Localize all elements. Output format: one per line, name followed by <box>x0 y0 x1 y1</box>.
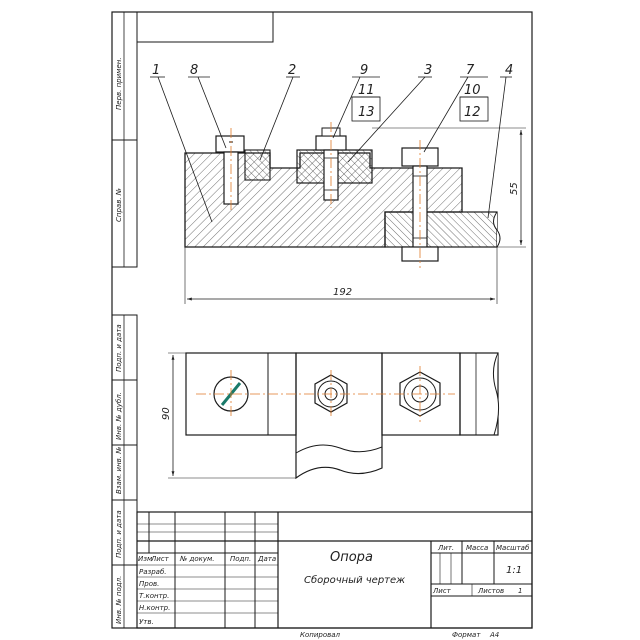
dim-width: 192 <box>333 287 352 298</box>
col-data: Дата <box>257 555 276 563</box>
row-razrab: Разраб. <box>139 568 167 576</box>
masshtab-value: 1:1 <box>506 565 522 576</box>
side-label-inv-podl: Инв. № подл. <box>115 576 123 624</box>
row-prov: Пров. <box>139 580 159 588</box>
row-utv: Утв. <box>139 618 154 626</box>
callout-11: 11 <box>358 83 375 98</box>
listov-label: Листов <box>477 587 504 595</box>
side-label-perv-primen: Перв. примен. <box>115 57 123 110</box>
dim-depth: 90 <box>161 407 172 420</box>
callout-1: 1 <box>152 63 160 78</box>
footer-format-label: Формат <box>452 631 481 639</box>
front-view: 1 8 2 9 11 13 3 7 10 12 4 55 192 <box>150 63 526 304</box>
row-tkontr: Т.контр. <box>139 592 169 600</box>
washer-part <box>244 149 271 181</box>
row-nkontr: Н.контр. <box>139 604 170 612</box>
callout-8: 8 <box>190 63 198 78</box>
callout-13: 13 <box>358 105 375 120</box>
col-izm: Изм <box>138 555 153 563</box>
lit-label: Лит. <box>437 544 454 552</box>
masshtab-label: Масштаб <box>496 544 530 552</box>
callout-3: 3 <box>424 63 432 78</box>
callout-10: 10 <box>464 83 481 98</box>
side-label-podp-data-2: Подп. и дата <box>115 510 123 558</box>
callout-7: 7 <box>466 63 475 78</box>
bolt-left-head <box>215 135 245 153</box>
col-doc: № докум. <box>179 555 215 563</box>
title-block: Изм Лист № докум. Подп. Дата Разраб. Про… <box>136 511 533 629</box>
list-label: Лист <box>432 587 452 595</box>
callout-2: 2 <box>288 63 296 78</box>
side-strip: Перв. примен. Справ. № Подп. и дата Инв.… <box>111 11 138 629</box>
top-view: 90 <box>161 352 500 480</box>
plate-part <box>384 211 498 248</box>
side-label-sprav-no: Справ. № <box>115 188 123 222</box>
bolt-mid-shank <box>323 149 339 201</box>
callout-12: 12 <box>464 105 481 120</box>
side-label-vzam-inv: Взам. инв. № <box>115 446 123 494</box>
top-corner-box <box>136 11 274 43</box>
callout-9: 9 <box>360 63 368 78</box>
col-list: Лист <box>150 555 170 563</box>
break-line-front <box>493 211 501 248</box>
footer-format-value: A4 <box>489 631 499 639</box>
drawing-title: Опора <box>330 550 373 565</box>
side-label-inv-dubl: Инв. № дубл. <box>115 392 123 440</box>
dim-height: 55 <box>509 182 520 195</box>
drawing-subtitle: Сборочный чертеж <box>304 574 405 586</box>
footer-copied: Копировал <box>300 631 341 639</box>
massa-label: Масса <box>466 544 488 552</box>
col-podp: Подп. <box>230 555 251 563</box>
callout-4: 4 <box>505 63 513 78</box>
listov-value: 1 <box>518 587 522 595</box>
side-label-podp-data-1: Подп. и дата <box>115 324 123 372</box>
